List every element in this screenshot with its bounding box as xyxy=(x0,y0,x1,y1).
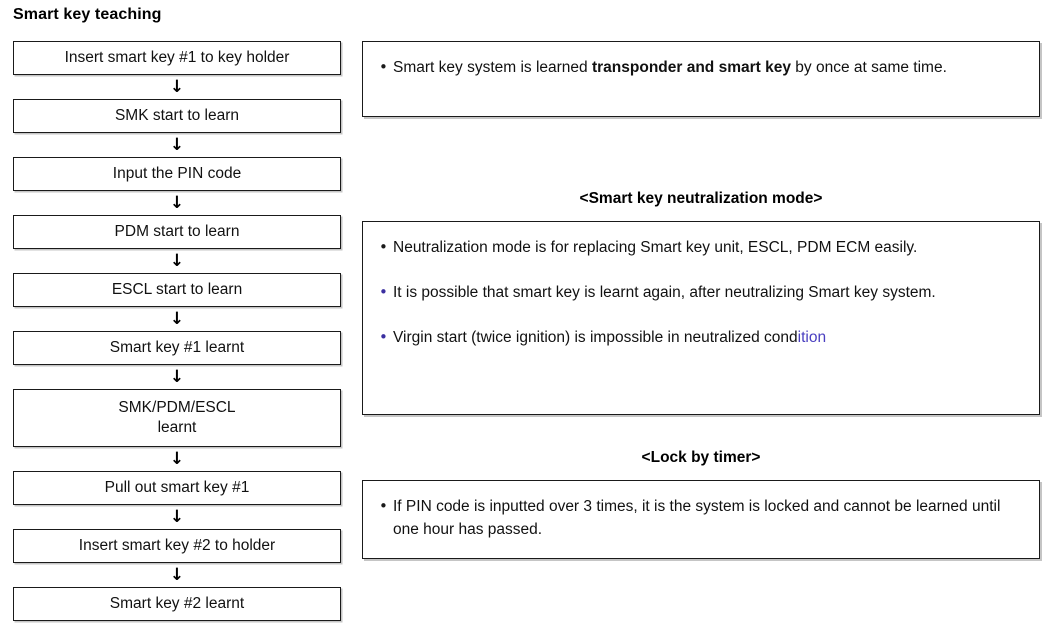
section-heading-neutralization: <Smart key neutralization mode> xyxy=(579,190,823,207)
note-bullet-item: • If PIN code is inputted over 3 times, … xyxy=(379,495,1021,541)
note-bullet-text: If PIN code is inputted over 3 times, it… xyxy=(393,498,1001,538)
note-text-after-bold: by once at same time. xyxy=(790,59,947,76)
flow-node-escl-start-to-learn: ESCL start to learn xyxy=(13,273,341,307)
note-text-before-bold: Smart key system is learned xyxy=(393,59,592,76)
note-text-tinted: ition xyxy=(797,329,827,346)
flow-arrow-down-icon: ↓ xyxy=(169,76,185,97)
flow-node-label: ESCL start to learn xyxy=(111,281,243,298)
flow-arrow-down-icon: ↓ xyxy=(169,564,185,585)
section-heading-lock-by-timer: <Lock by timer> xyxy=(641,449,761,466)
note-bullet-text: Smart key system is learned transponder … xyxy=(393,56,1021,79)
flow-node-label: Smart key #2 learnt xyxy=(109,595,245,612)
flow-node-smart-key-2-learnt: Smart key #2 learnt xyxy=(13,587,341,621)
flow-arrow-down-icon: ↓ xyxy=(169,192,185,213)
flow-node-label: PDM start to learn xyxy=(114,223,240,240)
note-text-plain: Virgin start (twice ignition) is impossi… xyxy=(393,329,798,346)
flow-node-smk-pdm-escl-learnt: SMK/PDM/ESCL learnt xyxy=(13,389,341,447)
flow-arrow-down-icon: ↓ xyxy=(169,506,185,527)
note-text-bold: transponder and smart key xyxy=(591,59,791,76)
flow-node-label: SMK start to learn xyxy=(114,107,240,124)
note-bullet-item: • Neutralization mode is for replacing S… xyxy=(379,236,1021,259)
note-bullet-text: Neutralization mode is for replacing Sma… xyxy=(393,239,918,256)
flow-node-pdm-start-to-learn: PDM start to learn xyxy=(13,215,341,249)
flow-node-insert-smart-key-2: Insert smart key #2 to holder xyxy=(13,529,341,563)
flow-node-input-pin-code: Input the PIN code xyxy=(13,157,341,191)
note-box-neutralization: • Neutralization mode is for replacing S… xyxy=(362,221,1040,415)
flow-arrow-down-icon: ↓ xyxy=(169,308,185,329)
note-bullet-item: • It is possible that smart key is learn… xyxy=(379,281,1021,304)
bullet-dot-icon: • xyxy=(379,328,388,346)
bullet-dot-icon: • xyxy=(379,58,388,76)
bullet-dot-icon: • xyxy=(379,238,388,256)
notes-column: • Smart key system is learned transponde… xyxy=(362,41,1040,559)
note-box-lock-by-timer: • If PIN code is inputted over 3 times, … xyxy=(362,480,1040,559)
note-bullet-text: It is possible that smart key is learnt … xyxy=(393,284,936,301)
flow-arrow-down-icon: ↓ xyxy=(169,448,185,469)
page-title: Smart key teaching xyxy=(13,6,162,23)
smart-key-teaching-flowchart: Insert smart key #1 to key holder ↓ SMK … xyxy=(13,41,341,621)
bullet-dot-icon: • xyxy=(379,497,388,515)
flow-arrow-down-icon: ↓ xyxy=(169,250,185,271)
flow-node-label: Input the PIN code xyxy=(112,165,242,182)
flow-node-pull-out-smart-key-1: Pull out smart key #1 xyxy=(13,471,341,505)
note-bullet-item: • Smart key system is learned transponde… xyxy=(379,56,1021,79)
flow-node-label: Smart key #1 learnt xyxy=(109,339,245,356)
flow-arrow-down-icon: ↓ xyxy=(169,366,185,387)
flow-node-smk-start-to-learn: SMK start to learn xyxy=(13,99,341,133)
bullet-dot-icon: • xyxy=(379,283,388,301)
flow-arrow-down-icon: ↓ xyxy=(169,134,185,155)
flow-node-label: Insert smart key #1 to key holder xyxy=(64,49,290,66)
note-bullet-text: Virgin start (twice ignition) is impossi… xyxy=(393,326,1021,349)
flow-node-smart-key-1-learnt: Smart key #1 learnt xyxy=(13,331,341,365)
flow-node-label: Insert smart key #2 to holder xyxy=(78,537,276,554)
flow-node-label: Pull out smart key #1 xyxy=(104,479,250,496)
flow-node-insert-smart-key-1: Insert smart key #1 to key holder xyxy=(13,41,341,75)
flow-node-label: SMK/PDM/ESCL learnt xyxy=(118,399,236,436)
note-bullet-item: • Virgin start (twice ignition) is impos… xyxy=(379,326,1021,349)
note-box-smart-key-system: • Smart key system is learned transponde… xyxy=(362,41,1040,117)
